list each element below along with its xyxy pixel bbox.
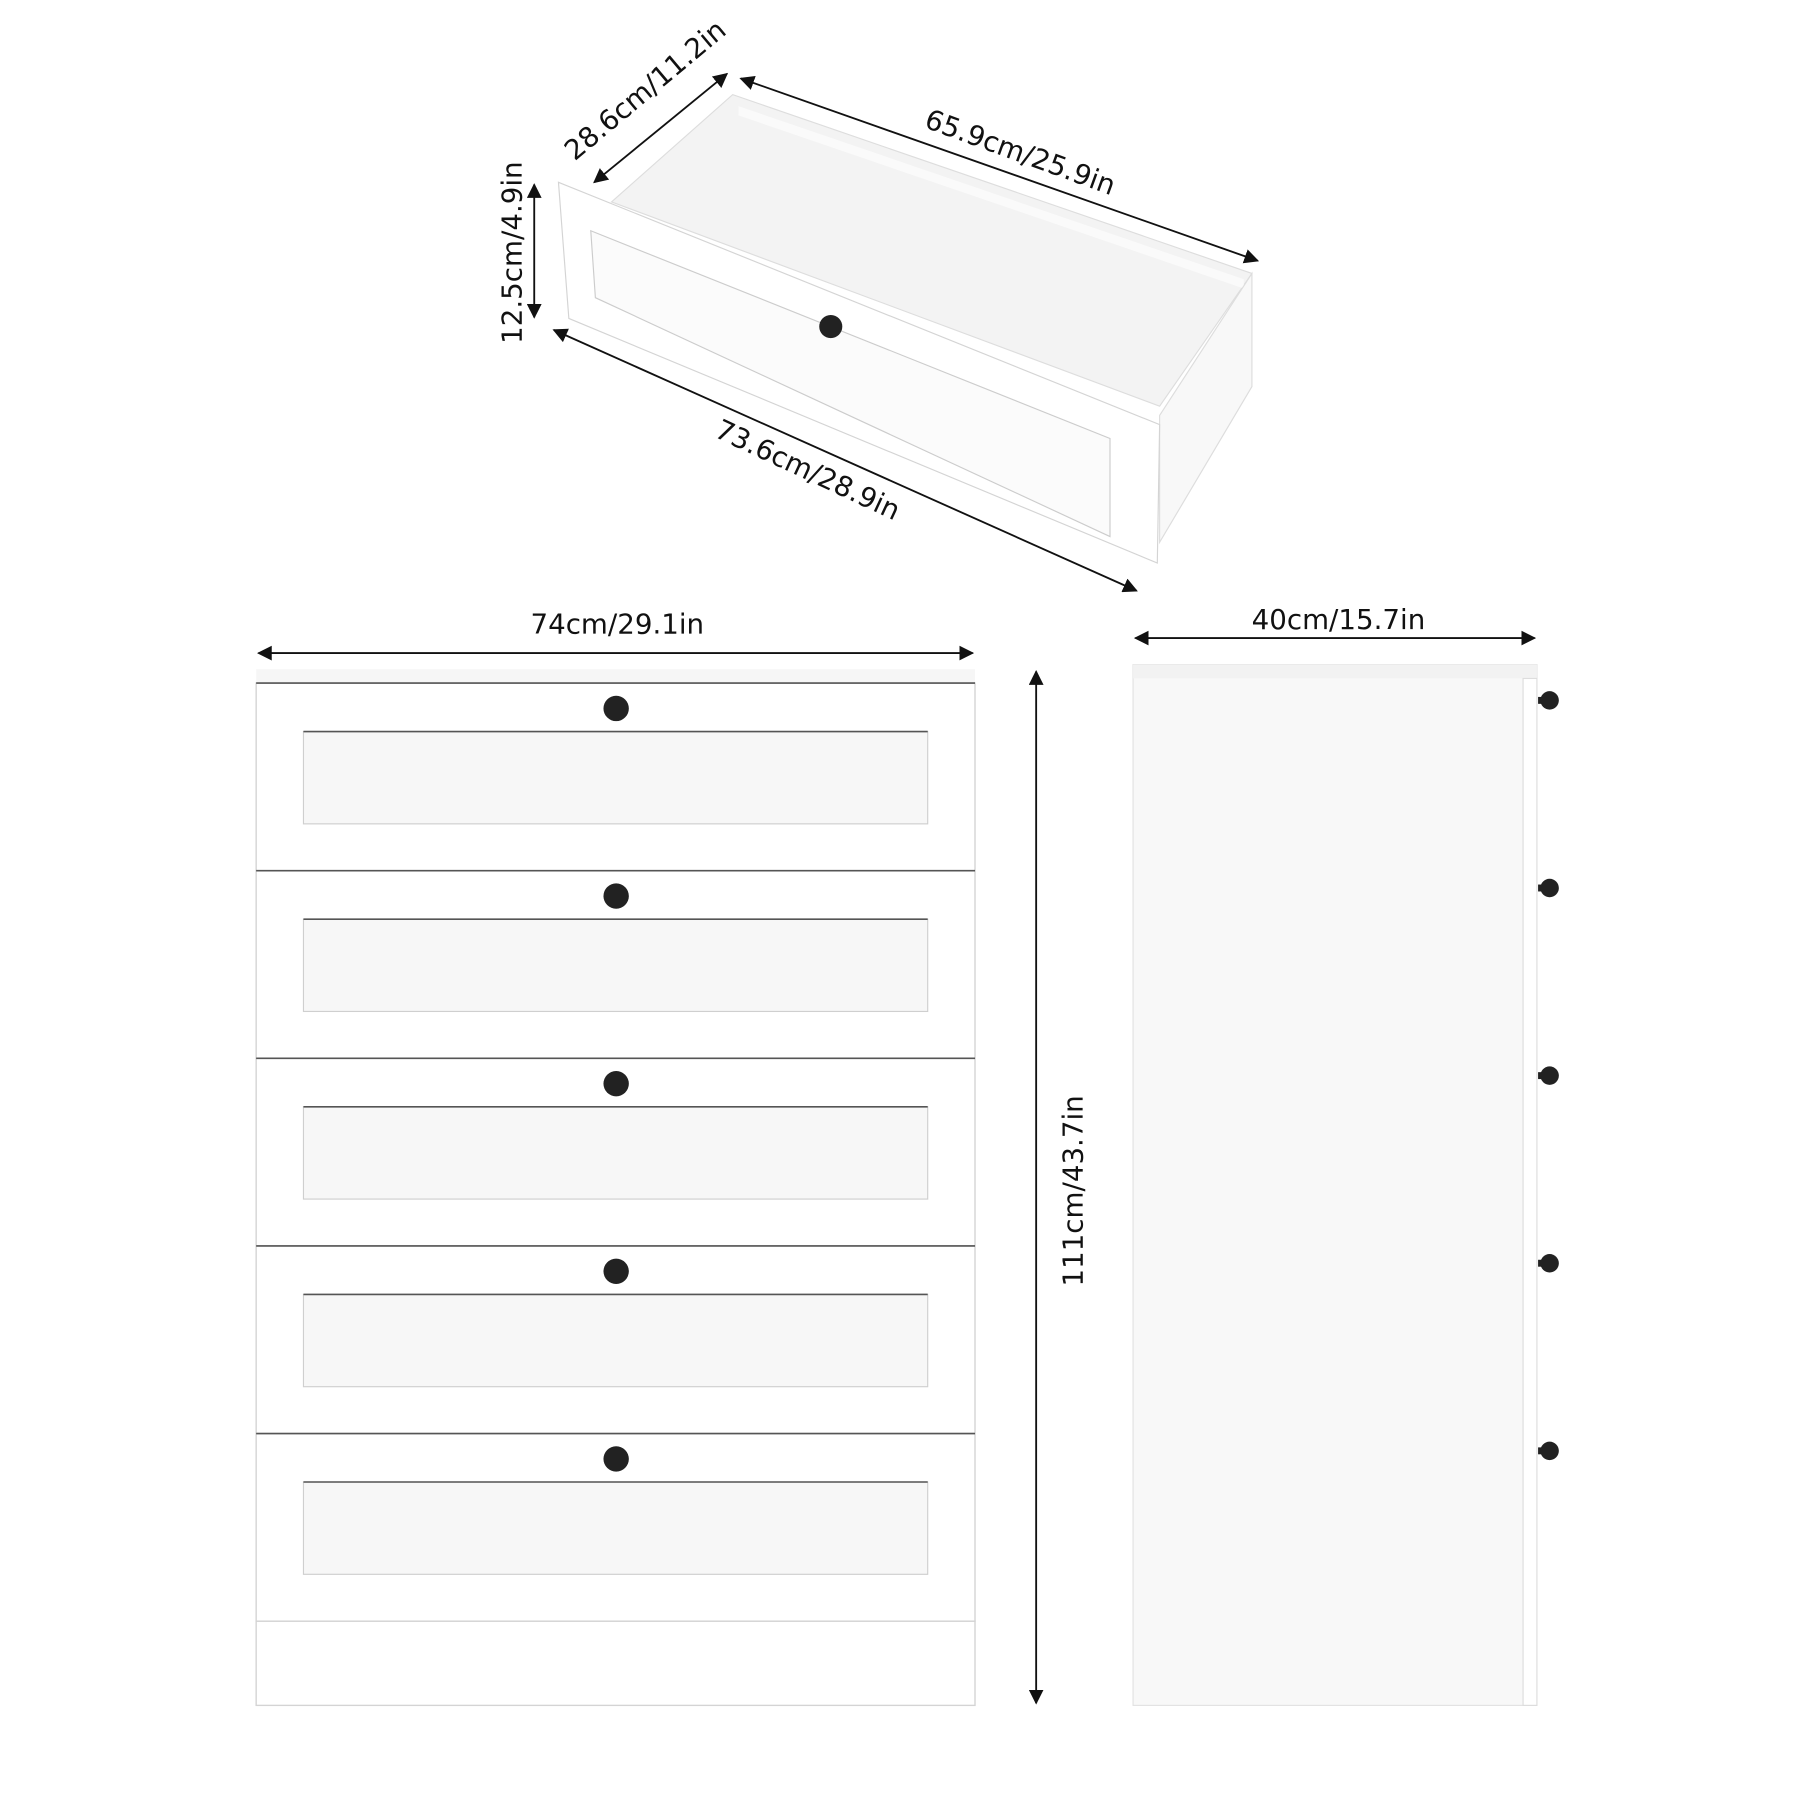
side-knob-stem <box>1538 696 1545 704</box>
drawer-front-panel <box>255 682 976 872</box>
dresser-top <box>256 669 976 684</box>
drawer-inset-panel <box>302 918 929 1013</box>
side-knob <box>1540 691 1559 710</box>
drawer-illustration <box>557 93 1253 564</box>
side-knob <box>1540 1254 1559 1273</box>
dresser-side-view <box>1132 664 1559 1706</box>
side-knob-stem <box>1538 1259 1545 1267</box>
drawer-knob <box>603 1446 629 1472</box>
side-depth-label: 40cm/15.7in <box>1252 603 1426 636</box>
side-panel <box>1132 664 1538 1706</box>
drawer-knob <box>819 315 843 339</box>
drawer-depth-arrow <box>593 72 729 184</box>
drawer-height-label: 12.5cm/4.9in <box>496 161 529 343</box>
side-knob <box>1540 1066 1559 1085</box>
drawer-outer-length-arrow <box>552 328 1138 593</box>
drawer-knob <box>603 1258 629 1284</box>
side-knob-stem <box>1538 1447 1545 1455</box>
drawer-inset-panel <box>302 1106 929 1200</box>
front-width-label: 74cm/29.1in <box>530 607 704 640</box>
drawer-knob <box>603 695 629 722</box>
drawer-front-panel <box>255 869 976 1059</box>
drawer-inset-panel <box>302 730 929 825</box>
front-height-label: 111cm/43.7in <box>1056 1095 1089 1286</box>
drawer-side <box>1159 271 1253 545</box>
side-top <box>1133 664 1537 679</box>
drawer-front-panel <box>255 1432 976 1622</box>
drawer-knob <box>603 883 629 909</box>
drawer-inner-length-arrow <box>739 75 1260 264</box>
side-knob <box>1540 878 1559 898</box>
drawer-knob <box>603 1071 629 1097</box>
side-knob-stem <box>1538 1072 1545 1080</box>
dresser-base <box>255 1620 976 1707</box>
side-knob-stem <box>1538 884 1545 892</box>
dresser-front-view <box>255 669 976 1707</box>
drawer-front-panel <box>255 1057 976 1247</box>
side-knob <box>1540 1441 1559 1461</box>
drawer-inset-panel <box>302 1293 929 1388</box>
side-front-edge <box>1522 677 1538 1706</box>
drawer-inset-panel <box>302 1481 929 1575</box>
drawer-front-panel <box>255 1245 976 1435</box>
